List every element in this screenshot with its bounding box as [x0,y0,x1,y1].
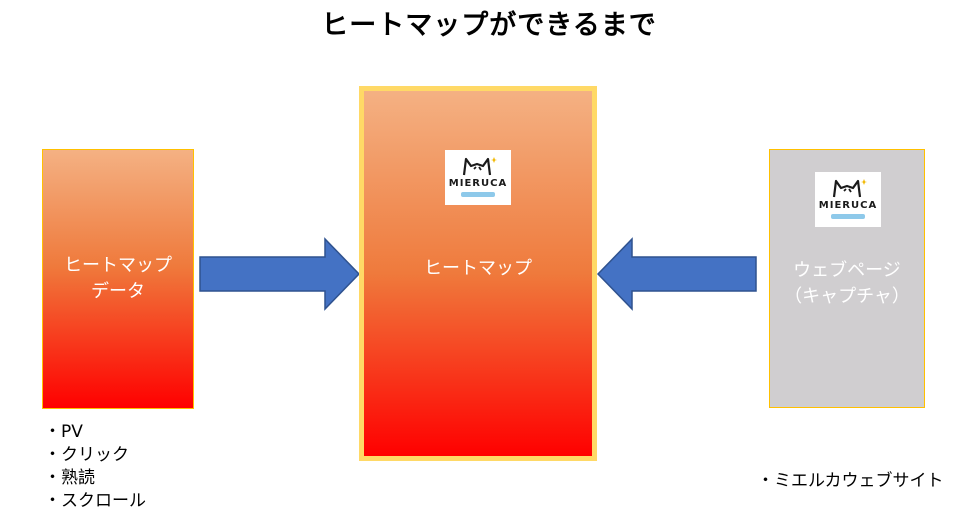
logo-strip [831,214,865,219]
list-item: ・PV [44,422,83,442]
heatmap-data-box: ヒートマップ データ [42,149,194,409]
arrow-right-icon [199,237,361,311]
list-item: ・クリック [44,445,129,465]
webpage-capture-label: ウェブページ （キャプチャ） [784,259,910,307]
mieruca-logo-capture: MIERUCA [815,172,881,227]
mieruca-logo-icon [832,179,867,198]
mieruca-logo-icon [462,157,497,176]
diagram-title: ヒートマップができるまで [321,10,657,41]
mieruca-wordmark: MIERUCA [448,178,508,189]
heatmap-label: ヒートマップ [424,257,532,279]
heatmap-box: ヒートマップ [359,86,597,461]
heatmap-data-label: ヒートマップ データ [64,255,172,302]
arrow-left-icon [596,237,757,311]
data-types-list: ・PV ・クリック ・熟読 ・スクロール [44,421,146,513]
list-item: ・スクロール [44,491,146,511]
list-item: ・ミエルカウェブサイト [757,471,944,491]
mieruca-logo: MIERUCA [445,150,511,205]
list-item: ・熟読 [44,468,95,488]
mieruca-wordmark: MIERUCA [818,200,878,211]
logo-strip [461,192,495,197]
source-list: ・ミエルカウェブサイト [757,470,944,493]
